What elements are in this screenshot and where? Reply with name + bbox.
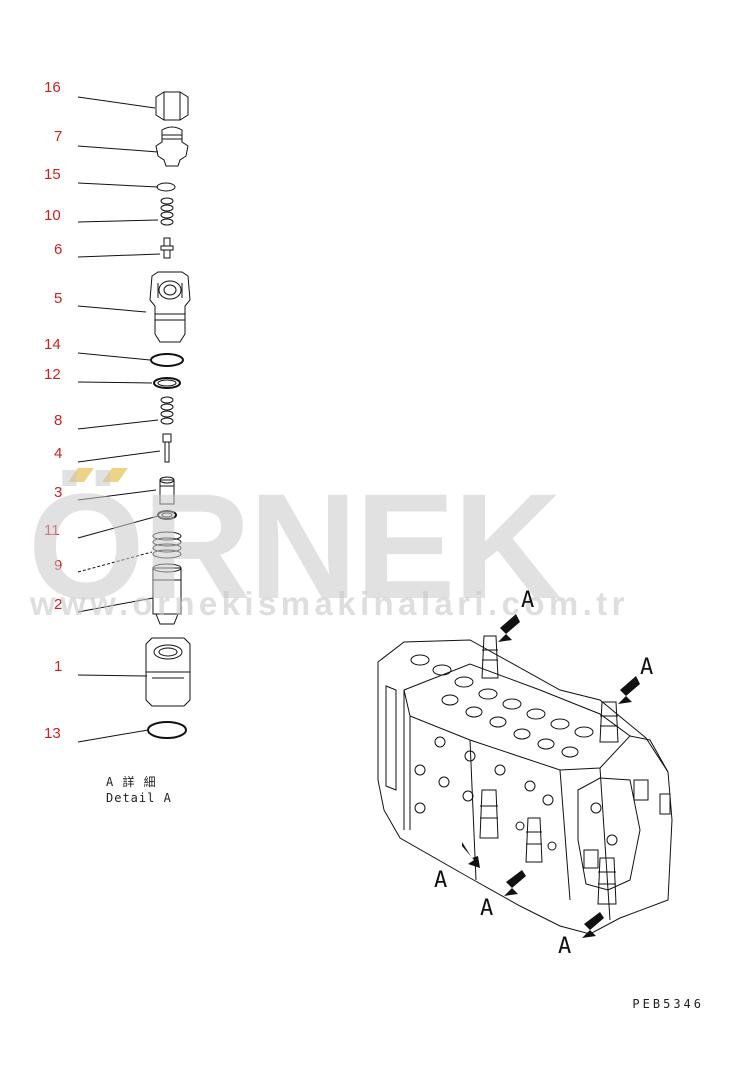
drawing-code: PEB5346 (632, 997, 704, 1011)
leader-11 (77, 515, 159, 539)
part-8-spring (160, 396, 174, 425)
callout-7: 7 (54, 128, 63, 145)
view-label-a-4: A (480, 896, 494, 921)
part-7-plug (155, 126, 189, 167)
part-9-spring (152, 531, 182, 559)
part-14-o-ring (150, 353, 184, 367)
arrow-4 (504, 870, 526, 896)
arrow-5 (582, 912, 604, 938)
callout-1: 1 (54, 658, 63, 675)
view-label-a-2: A (640, 655, 654, 680)
detail-caption-en: Detail A (106, 791, 172, 805)
part-3-sleeve (159, 476, 175, 505)
callout-16: 16 (44, 79, 61, 96)
leader-16 (77, 96, 156, 109)
leader-13 (77, 729, 149, 743)
watermark-brand: ÖRNEK (28, 462, 562, 630)
view-label-a-5: A (558, 934, 572, 959)
callout-14: 14 (44, 336, 61, 353)
callout-11: 11 (44, 522, 60, 539)
leader-3 (77, 489, 157, 501)
part-15-o-ring (156, 182, 176, 192)
leader-15 (77, 182, 159, 188)
arrow-3 (462, 842, 480, 868)
leader-2 (77, 597, 154, 613)
leader-9 (77, 551, 153, 573)
leader-14 (77, 352, 151, 361)
callout-2: 2 (54, 596, 63, 613)
watermark-url: www.ornekismakinalari.com.tr (30, 585, 629, 622)
callout-13: 13 (44, 725, 61, 742)
part-12-backup-ring (153, 377, 181, 389)
view-label-a-3: A (434, 868, 448, 893)
leader-5 (77, 305, 147, 313)
part-1-housing (145, 637, 191, 707)
part-5-valve-body (149, 271, 191, 343)
callout-10: 10 (44, 207, 61, 224)
leader-7 (77, 145, 159, 153)
detail-caption-jp: A 詳 細 (106, 775, 157, 789)
part-4-pin (162, 433, 172, 463)
leader-1 (77, 674, 148, 677)
callout-4: 4 (54, 445, 63, 462)
view-label-a-1: A (521, 588, 535, 613)
watermark-accent (68, 468, 128, 482)
part-6-poppet (160, 237, 174, 259)
callout-9: 9 (54, 557, 63, 574)
callout-5: 5 (54, 290, 63, 307)
part-13-o-ring (147, 721, 187, 739)
callout-15: 15 (44, 166, 61, 183)
part-16-cap-nut (155, 91, 189, 121)
arrow-1 (498, 614, 520, 642)
leader-6 (77, 253, 161, 258)
callout-6: 6 (54, 241, 63, 258)
callout-8: 8 (54, 412, 63, 429)
leader-8 (77, 419, 159, 430)
control-valve-block (377, 635, 673, 935)
leader-12 (77, 381, 153, 384)
part-11-ring (157, 510, 177, 520)
arrow-2 (618, 676, 640, 704)
callout-12: 12 (44, 366, 61, 383)
part-2-piston (152, 563, 182, 625)
callout-3: 3 (54, 484, 63, 501)
part-10-spring (160, 197, 174, 226)
view-arrows (462, 614, 640, 938)
leader-4 (77, 450, 161, 463)
leader-10 (77, 219, 159, 223)
